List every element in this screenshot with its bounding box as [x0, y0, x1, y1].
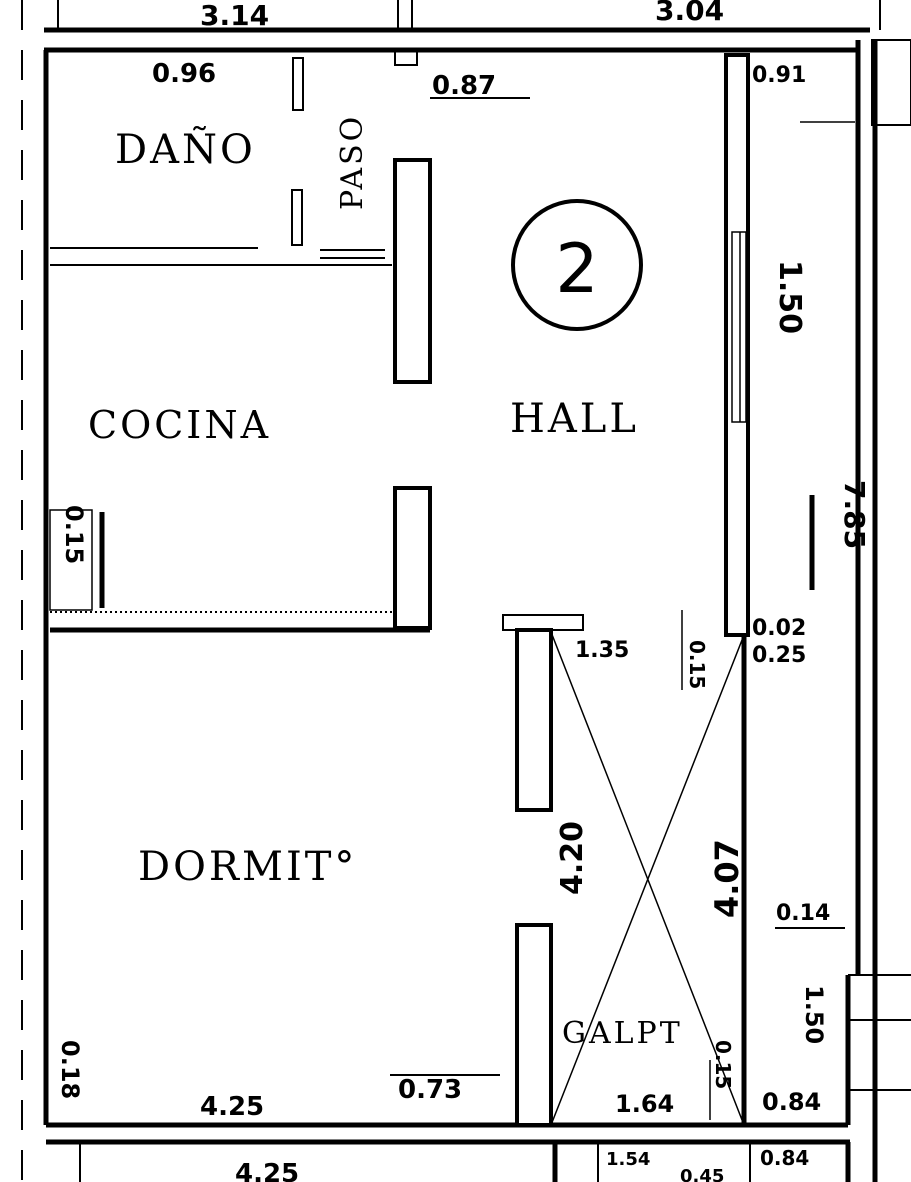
- dim-right-mid-b: 0.25: [752, 643, 806, 668]
- dim-bottom-row-right: 0.84: [760, 1146, 809, 1170]
- dim-bottom-mid: 0.73: [398, 1075, 462, 1105]
- dim-hall-top: 0.87: [432, 71, 496, 101]
- dim-right-top: 0.91: [752, 63, 806, 88]
- dim-galpt-height: 4.20: [555, 821, 590, 895]
- dim-center-a: 1.35: [575, 638, 629, 663]
- dim-right-low: 0.14: [776, 901, 830, 926]
- room-label-bano: DAÑO: [115, 126, 256, 173]
- dim-bottom-row-mid: 1.54: [606, 1149, 650, 1170]
- room-label-cocina: COCINA: [88, 403, 271, 447]
- unit-number-badge: 2: [511, 199, 643, 331]
- room-label-dormit: DORMIT°: [138, 844, 357, 890]
- dim-hall-right-vertical: 1.50: [772, 260, 807, 334]
- room-label-paso: PASO: [335, 114, 370, 210]
- dim-right-edge-low: 1.50: [800, 985, 828, 1044]
- dim-bottom-galpt: 1.64: [615, 1090, 674, 1118]
- dim-bottom-row-left: 4.25: [235, 1159, 299, 1182]
- unit-number: 2: [555, 230, 598, 309]
- dim-bottom-right: 0.84: [762, 1088, 821, 1116]
- room-label-hall: HALL: [510, 396, 639, 442]
- dim-center-b: 0.15: [685, 640, 709, 689]
- dim-right-mid-a: 0.02: [752, 616, 806, 641]
- dim-top-right: 3.04: [655, 0, 724, 27]
- dim-galpt-height-b: 4.07: [708, 839, 746, 918]
- dimension-labels: 3.14 3.04 0.96 0.87 0.91 1.50 7.85 0.15 …: [56, 0, 871, 1182]
- dim-bottom-row-mid-b: 0.45: [680, 1166, 724, 1182]
- dim-bano-top: 0.96: [152, 59, 216, 89]
- dim-left-low: 0.18: [56, 1040, 84, 1099]
- dim-right-long: 7.85: [838, 480, 871, 549]
- dim-cocina-side: 0.15: [60, 505, 88, 564]
- dim-bottom-left: 4.25: [200, 1092, 264, 1122]
- room-label-galpt: GALPT: [562, 1016, 683, 1051]
- outer-walls: [21, 0, 911, 1182]
- interior-walls: [49, 49, 855, 1127]
- dim-small-low: 0.15: [711, 1040, 735, 1089]
- dim-top-left: 3.14: [200, 0, 269, 32]
